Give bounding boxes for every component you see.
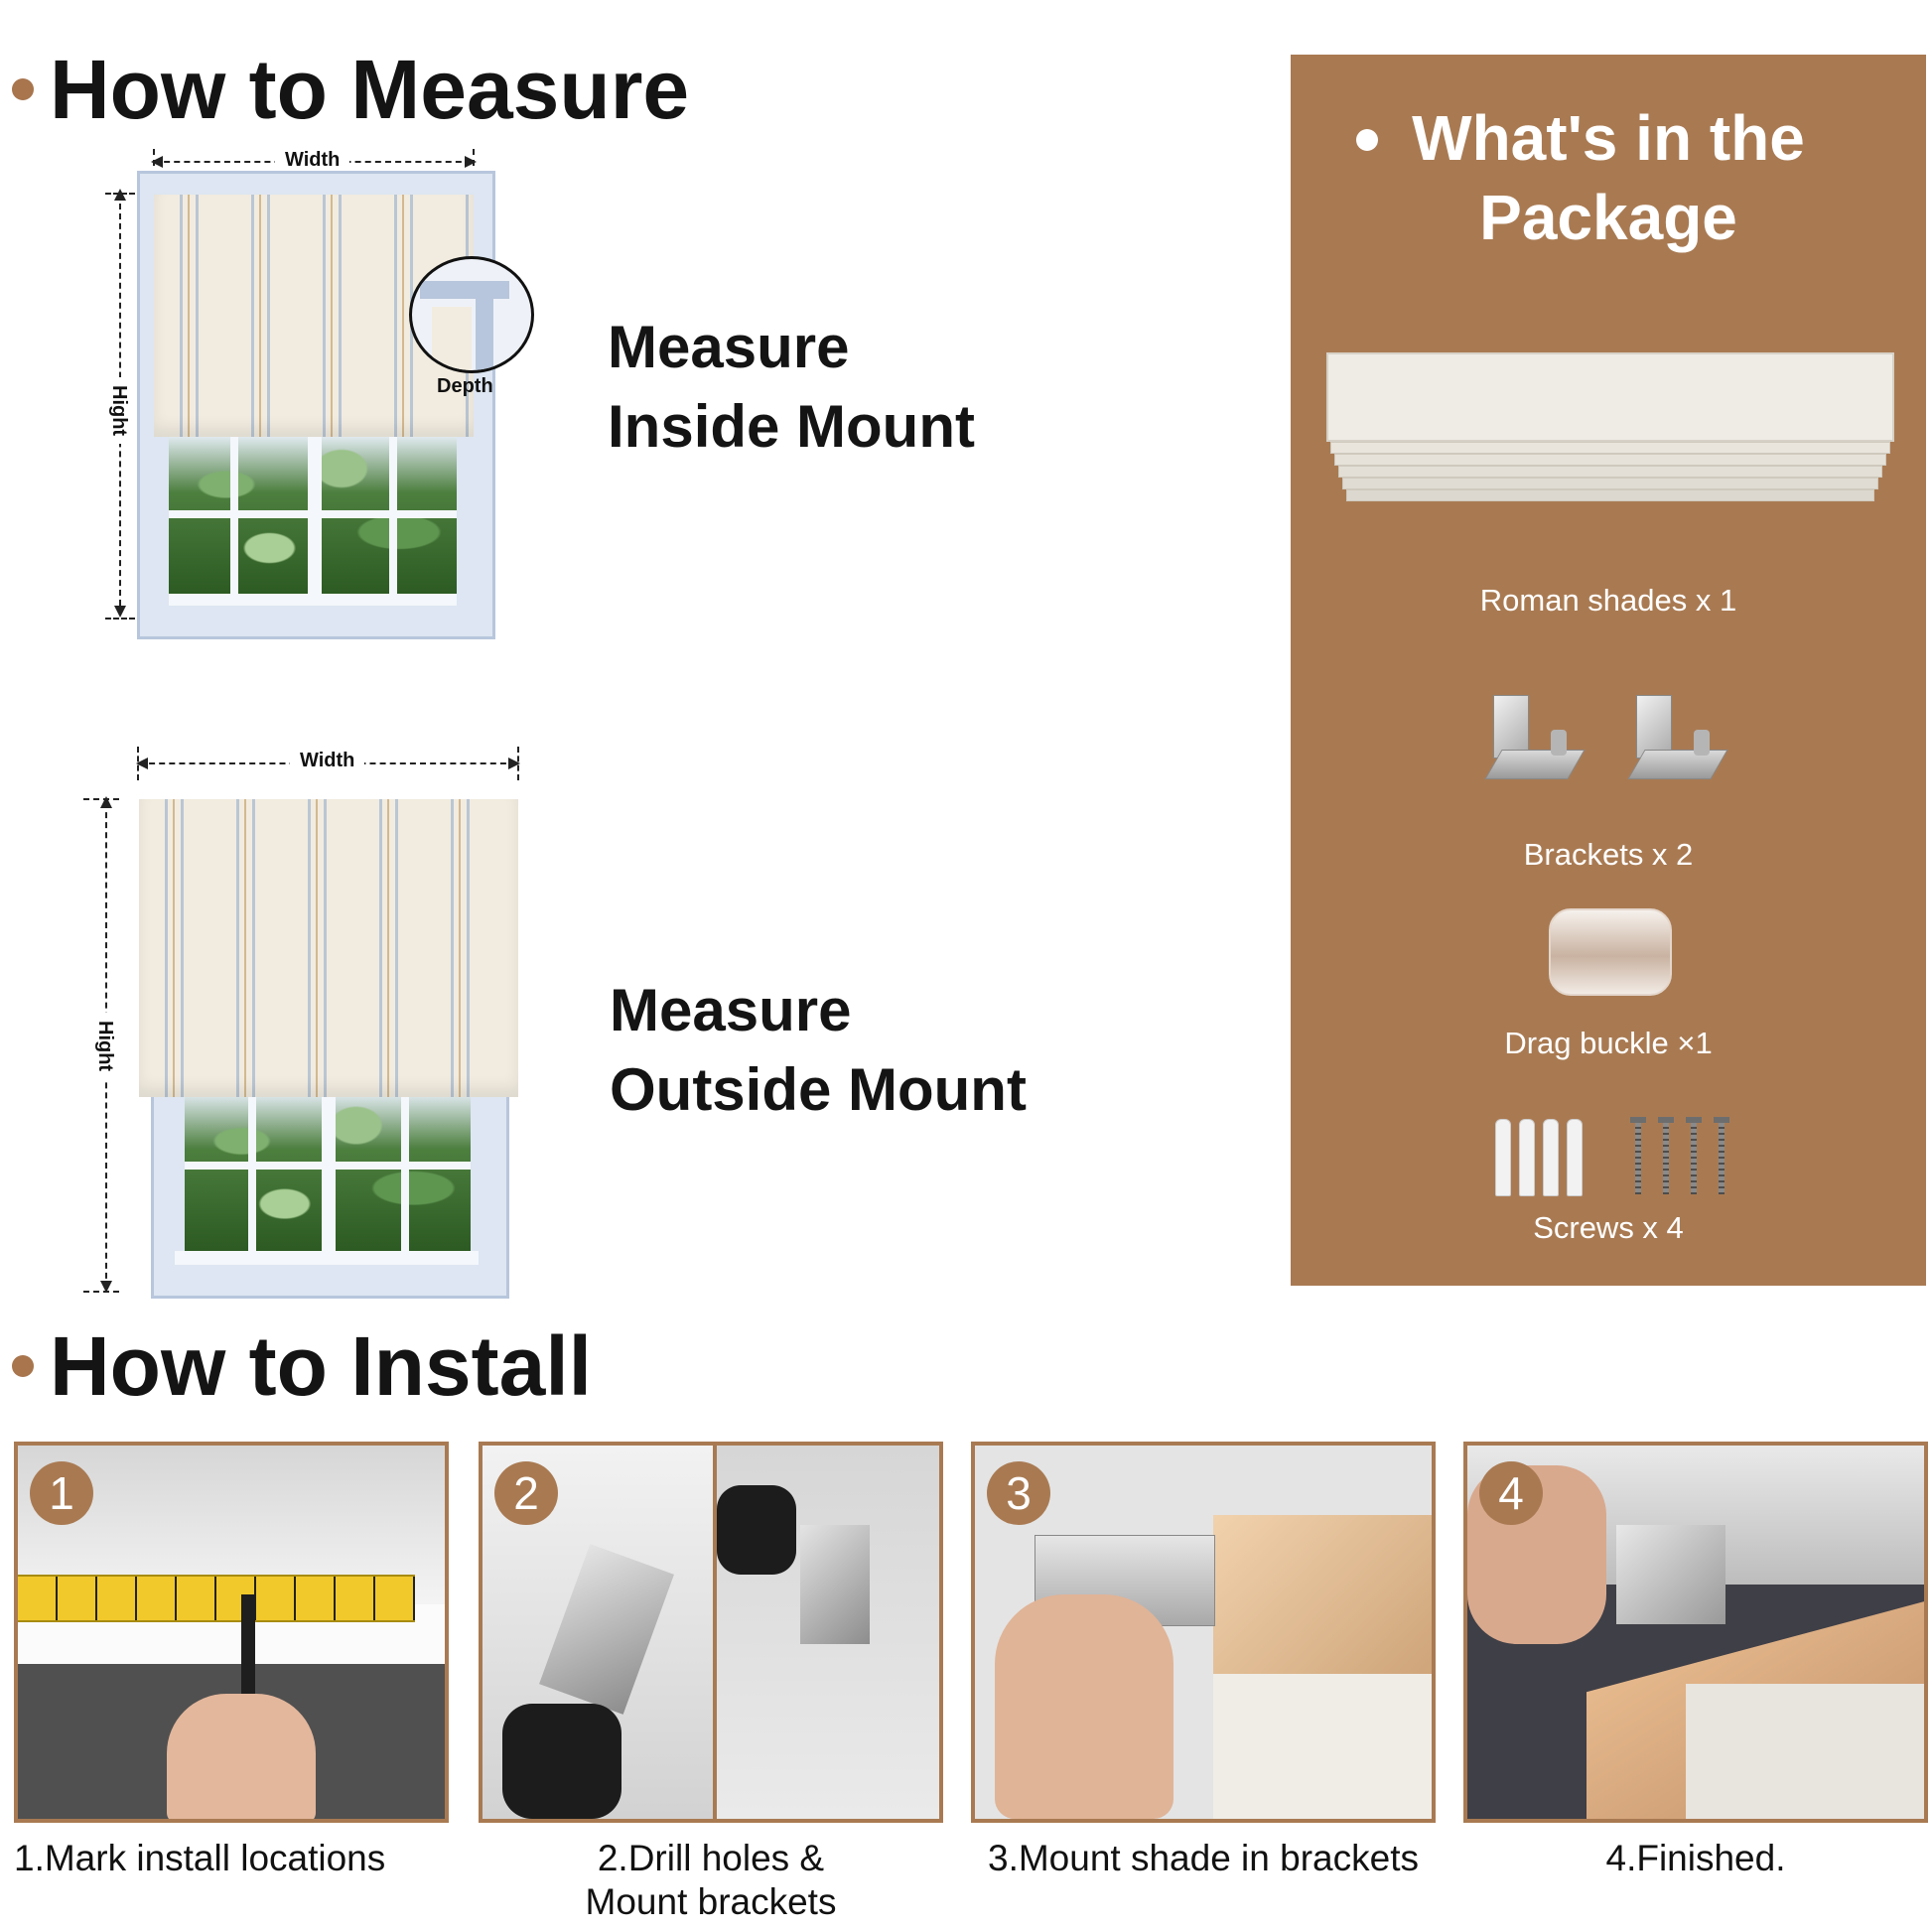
- step-number-badge: 3: [987, 1461, 1050, 1525]
- hand-icon: [167, 1694, 316, 1819]
- arrow-down-icon: [100, 1281, 112, 1293]
- outside-height-label: Hight: [93, 1013, 116, 1080]
- outside-width-tick-right: [517, 747, 519, 780]
- outside-window-sill: [175, 1251, 479, 1265]
- outside-height-tick-bottom: [83, 1291, 119, 1293]
- install-step-4-photo: 4: [1463, 1442, 1928, 1823]
- drill-icon: [502, 1704, 621, 1819]
- install-step-3-photo: 3: [971, 1442, 1436, 1823]
- package-title: What's in the Package: [1291, 98, 1926, 257]
- outside-roman-shade: [139, 799, 518, 1097]
- step-number-badge: 1: [30, 1461, 93, 1525]
- inside-window-mullion-h: [169, 510, 457, 518]
- inside-height-label: Hight: [107, 377, 130, 445]
- package-panel: What's in the Package Roman shades x 1 B…: [1291, 55, 1926, 1286]
- drill-icon: [717, 1485, 796, 1575]
- install-step-3-caption: 3.Mount shade in brackets: [988, 1838, 1419, 1878]
- inside-width-tick-left: [153, 149, 155, 177]
- measure-heading: How to Measure: [12, 48, 689, 131]
- measure-heading-text: How to Measure: [50, 43, 690, 136]
- drag-buckle-icon: [1549, 908, 1672, 996]
- install-step-2-caption-line1: 2.Drill holes &: [597, 1838, 825, 1878]
- heading-bullet-icon: [12, 78, 34, 100]
- bracket-icon: [800, 1525, 870, 1644]
- package-bullet-icon: [1356, 129, 1378, 151]
- depth-label: Depth: [437, 375, 493, 397]
- package-title-line1: What's in the: [1412, 102, 1805, 174]
- outside-window-mullion-h: [185, 1162, 471, 1170]
- inside-window-mullion-v2: [230, 437, 238, 596]
- outside-mount-title: Measure Outside Mount: [610, 971, 1027, 1130]
- package-title-line2: Package: [1479, 182, 1737, 253]
- inside-mount-title: Measure Inside Mount: [608, 308, 975, 467]
- inside-width-label: Width: [275, 149, 350, 172]
- hand-icon: [995, 1594, 1173, 1819]
- outside-mount-title-line2: Outside Mount: [610, 1056, 1027, 1123]
- package-item-label: Drag buckle ×1: [1504, 1026, 1713, 1060]
- inside-height-tick-bottom: [105, 618, 135, 620]
- depth-callout-circle: [409, 256, 534, 373]
- heading-bullet-icon: [12, 1355, 34, 1377]
- arrow-up-icon: [114, 189, 126, 201]
- inside-window-mullion-v3: [389, 437, 397, 596]
- headrail-icon: [1213, 1515, 1432, 1674]
- install-step-2-caption-line2: Mount brackets: [585, 1881, 837, 1922]
- outside-height-tick-top: [83, 798, 119, 800]
- package-item-label: Screws x 4: [1533, 1210, 1684, 1245]
- arrow-right-icon: [465, 156, 477, 168]
- install-step-1-caption: 1.Mark install locations: [14, 1838, 386, 1878]
- install-step-4-caption: 4.Finished.: [1605, 1838, 1786, 1878]
- tape-measure-icon: [18, 1575, 415, 1622]
- outside-window-mullion-v3: [401, 1094, 409, 1251]
- bracket-icon: [1616, 1525, 1725, 1624]
- inside-height-tick-top: [105, 193, 135, 195]
- install-step-2-photo: 2: [479, 1442, 943, 1823]
- outside-window-mullion-v: [322, 1094, 336, 1251]
- package-item-label: Brackets x 2: [1523, 837, 1694, 872]
- install-heading: How to Install: [12, 1324, 592, 1408]
- step-number-badge: 2: [494, 1461, 558, 1525]
- install-heading-text: How to Install: [50, 1319, 592, 1413]
- package-item-label: Roman shades x 1: [1479, 583, 1737, 618]
- arrow-left-icon: [136, 758, 148, 769]
- outside-mount-title-line1: Measure: [610, 977, 852, 1043]
- outside-window-mullion-v2: [248, 1094, 256, 1251]
- inside-mount-title-line2: Inside Mount: [608, 393, 975, 460]
- outside-width-tick-left: [137, 747, 139, 780]
- arrow-down-icon: [114, 606, 126, 618]
- inside-window-sill: [169, 594, 457, 606]
- inside-mount-title-line1: Measure: [608, 314, 850, 380]
- inside-width-tick-right: [473, 149, 475, 177]
- install-step-2-caption: 2.Drill holes & Mount brackets: [479, 1837, 943, 1924]
- outside-width-label: Width: [290, 750, 365, 772]
- install-step-1-photo: 1: [14, 1442, 449, 1823]
- step-number-badge: 4: [1479, 1461, 1543, 1525]
